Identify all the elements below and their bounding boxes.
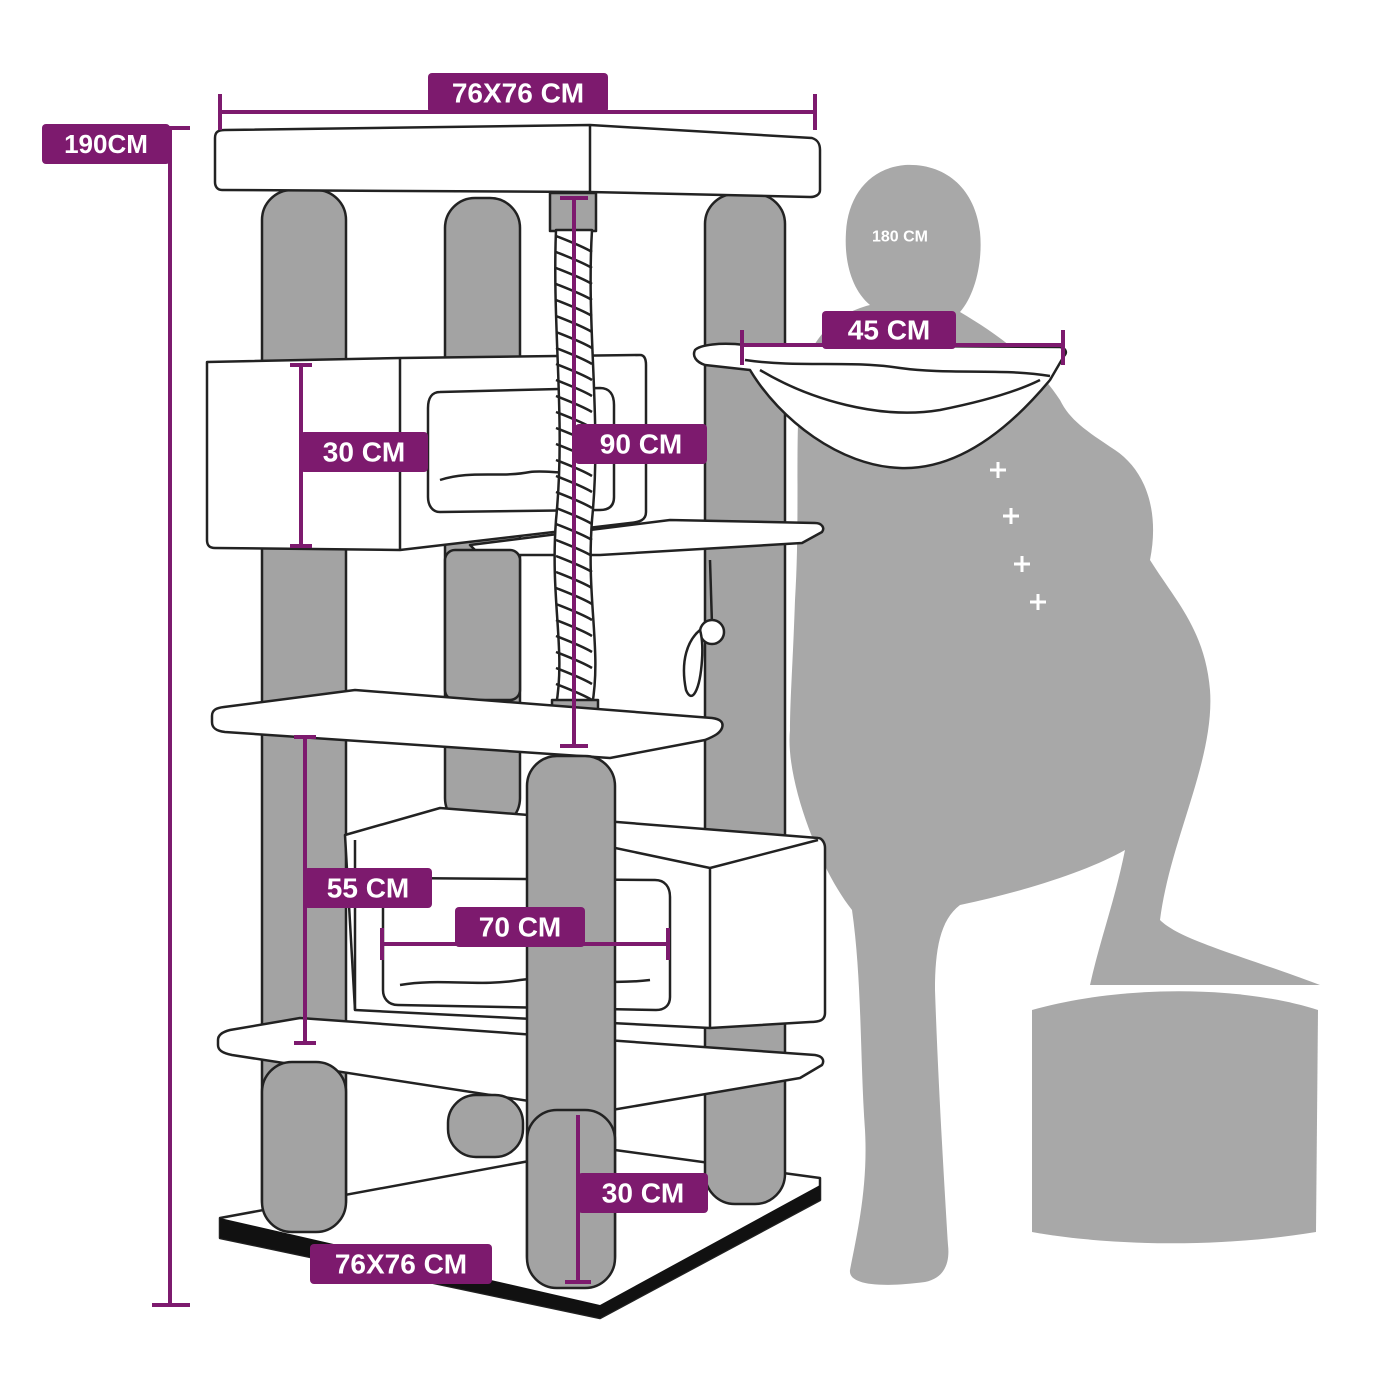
stool xyxy=(1032,991,1318,1244)
svg-text:55 CM: 55 CM xyxy=(327,873,409,904)
bottom-shelf xyxy=(216,1016,825,1114)
label-upper-house-height: 30 CM xyxy=(300,432,428,472)
label-rope-height: 90 CM xyxy=(575,424,707,464)
label-bottom-gap: 30 CM xyxy=(578,1173,708,1213)
label-person-height: 180 CM xyxy=(872,229,928,246)
label-hammock-width: 45 CM xyxy=(822,311,956,349)
label-base-size: 76X76 CM xyxy=(310,1244,492,1284)
label-top-size: 76X76 CM xyxy=(428,73,608,113)
sparkle-icons xyxy=(990,462,1046,610)
svg-text:190CM: 190CM xyxy=(64,129,148,159)
label-lower-house-width: 70 CM xyxy=(455,907,585,947)
dimension-labels: 190CM 76X76 CM 30 CM 90 CM 45 CM 55 CM 7… xyxy=(42,73,956,1284)
top-platform xyxy=(213,123,822,199)
svg-text:30 CM: 30 CM xyxy=(602,1178,684,1209)
label-mid-gap: 55 CM xyxy=(304,868,432,908)
hanging-toy xyxy=(682,559,726,698)
svg-text:70 CM: 70 CM xyxy=(479,912,561,943)
svg-text:30 CM: 30 CM xyxy=(323,437,405,468)
svg-text:90 CM: 90 CM xyxy=(600,429,682,460)
svg-text:76X76 CM: 76X76 CM xyxy=(335,1249,467,1280)
middle-shelf xyxy=(210,688,724,760)
label-total-height: 190CM xyxy=(42,124,170,164)
svg-text:45 CM: 45 CM xyxy=(848,315,930,346)
svg-text:76X76 CM: 76X76 CM xyxy=(452,78,584,109)
